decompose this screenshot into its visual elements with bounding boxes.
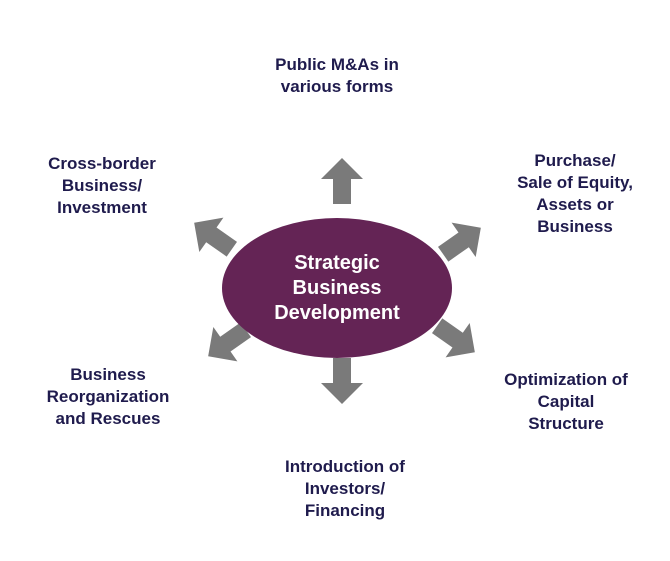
arrow-up-right-icon <box>437 222 481 262</box>
arrow-down-left-icon <box>208 322 252 362</box>
node-label-top-left: Cross-border Business/ Investment <box>48 154 156 217</box>
arrow-down-icon <box>321 358 363 404</box>
node-label-top-right: Purchase/ Sale of Equity, Assets or Busi… <box>517 151 633 236</box>
node-label-bottom: Introduction of Investors/ Financing <box>285 457 405 520</box>
node-label-right: Optimization of Capital Structure <box>504 370 628 433</box>
arrow-down-right-icon <box>431 318 475 358</box>
arrow-up-icon <box>321 158 363 204</box>
arrow-up-left-icon <box>194 217 238 257</box>
center-node: Strategic Business Development <box>222 218 452 358</box>
node-label-left: Business Reorganization and Rescues <box>46 365 170 428</box>
node-label-top: Public M&As in various forms <box>275 55 399 96</box>
center-label: Strategic Business Development <box>274 251 400 324</box>
